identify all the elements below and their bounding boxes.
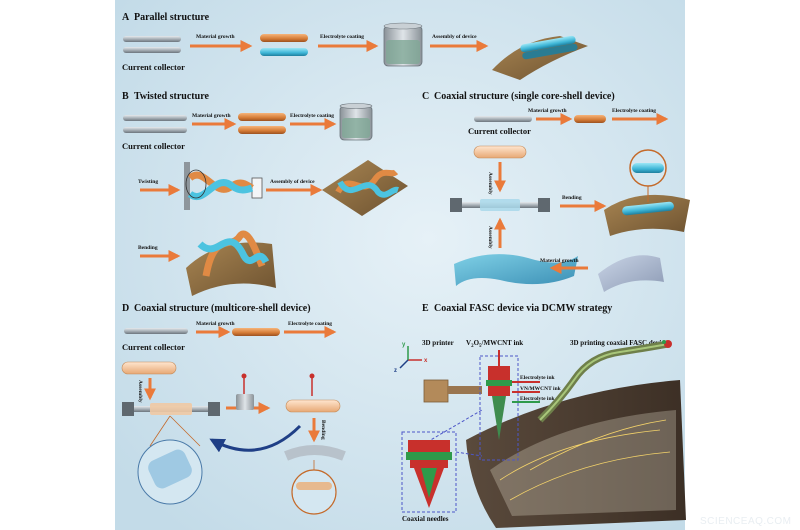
- printing-device-label: 3D printing coaxial FASC device: [570, 339, 667, 347]
- bending-label-d: Bending: [320, 420, 326, 440]
- panel-c-letter: C: [422, 91, 429, 102]
- bending-label-b: Bending: [138, 245, 158, 251]
- grown-fiber-icon: [232, 328, 280, 336]
- printed-traces: [499, 419, 671, 501]
- zoom-line-2: [455, 451, 483, 457]
- printer-icon: [423, 379, 482, 403]
- panel-e: E Coaxial FASC device via DCMW strategy …: [394, 303, 686, 528]
- electrolyte-coating-label-a: Electrolyte coating: [320, 34, 364, 40]
- needle-highlight-box: [479, 355, 519, 461]
- panel-e-title: Coaxial FASC device via DCMW strategy: [434, 303, 612, 314]
- collector-rod-icon: [124, 328, 188, 334]
- assembly-rig-icon: [450, 198, 550, 212]
- material-growth-label-b: Material growth: [192, 113, 231, 119]
- sheet-blue-icon: [454, 254, 578, 286]
- assembly-rig-icon: [122, 402, 220, 505]
- assembly-of-device-label-b: Assembly of device: [270, 179, 315, 185]
- fabric-substrate: [466, 380, 686, 528]
- beaker-icon: [339, 103, 373, 141]
- printed-fiber-icon: [537, 340, 672, 423]
- coaxial-needles-label: Coaxial needles: [402, 515, 449, 523]
- fabric-device-icon: [322, 160, 408, 216]
- electrolyte-coating-label-c: Electrolyte coating: [612, 108, 656, 114]
- printer-3d-label: 3D printer: [422, 339, 454, 347]
- dipping-beaker-icon: [236, 373, 254, 410]
- shell-tube-icon: [121, 361, 177, 375]
- arrow-d-return: [209, 424, 302, 453]
- grown-fibers-icon: [238, 113, 286, 134]
- axis-y-label: y: [402, 342, 406, 348]
- current-collector-label-b: Current collector: [122, 141, 185, 151]
- material-growth-label-c: Material growth: [528, 108, 567, 114]
- sheet-gray-icon: [598, 255, 664, 292]
- collector-rods-icon: [123, 115, 187, 133]
- panel-b-letter: B: [122, 91, 129, 102]
- bent-device-icon: [604, 149, 690, 236]
- electrolyte-ink-label-1: Electrolyte ink: [520, 375, 556, 381]
- assembly-label-d: Assembly: [137, 380, 143, 403]
- bending-label-c: Bending: [562, 195, 582, 201]
- fabric-device-icon: [492, 35, 588, 80]
- v2o5-ink-label: V2O5/MWCNT ink: [466, 339, 523, 349]
- material-growth-label-c2: Material growth: [540, 258, 579, 264]
- panel-b-title: Twisted structure: [134, 91, 209, 102]
- panel-b: B Twisted structure Current collector Ma…: [122, 91, 408, 296]
- assembly-label-c2: Assembly: [487, 226, 493, 249]
- electrolyte-coating-label-b: Electrolyte coating: [290, 113, 334, 119]
- watermark: SCIENCEAQ.COM: [700, 516, 792, 527]
- panel-a-letter: A: [122, 12, 130, 23]
- coated-tube-icon: [285, 373, 341, 413]
- panel-a-title: Parallel structure: [134, 12, 210, 23]
- grown-fiber-icon: [574, 115, 606, 123]
- current-collector-label-a: Current collector: [122, 62, 185, 72]
- current-collector-label-c: Current collector: [468, 126, 531, 136]
- panel-d-title: Coaxial structure (multicore-shell devic…: [134, 303, 311, 314]
- axis-x-label: x: [424, 358, 428, 364]
- bent-device-icon: [186, 230, 276, 296]
- grown-fibers-icon: [260, 34, 308, 56]
- twisting-rig-icon: [184, 162, 263, 210]
- beaker-icon: [383, 22, 423, 67]
- axis-icon: x y z: [394, 342, 428, 374]
- zoom-line-1: [409, 409, 483, 453]
- electrolyte-coating-label-d: Electrolyte coating: [288, 321, 332, 327]
- assembly-label-c1: Assembly: [487, 172, 493, 195]
- axis-z-label: z: [394, 368, 397, 374]
- twisting-label: Twisting: [138, 179, 158, 185]
- panel-d-letter: D: [122, 303, 129, 314]
- material-growth-label-d: Material growth: [196, 321, 235, 327]
- panel-c-title: Coaxial structure (single core-shell dev…: [434, 91, 615, 102]
- material-growth-label-a: Material growth: [196, 34, 235, 40]
- panel-c: C Coaxial structure (single core-shell d…: [422, 91, 690, 292]
- assembly-of-device-label-a: Assembly of device: [432, 34, 477, 40]
- panel-a: A Parallel structure Current collector M…: [122, 12, 588, 80]
- shell-tube-icon: [473, 145, 527, 159]
- coaxial-needles-icon: [406, 440, 452, 508]
- collector-rods-icon: [123, 36, 181, 53]
- panel-e-letter: E: [422, 303, 429, 314]
- panel-d: D Coaxial structure (multicore-shell dev…: [121, 303, 346, 515]
- vn-ink-label: VN/MWCNT ink: [520, 386, 562, 392]
- needle-icon: [486, 350, 540, 440]
- collector-rod-icon: [474, 116, 532, 122]
- electrolyte-ink-label-2: Electrolyte ink: [520, 396, 556, 402]
- current-collector-label-d: Current collector: [122, 342, 185, 352]
- bent-tube-icon: [284, 445, 346, 515]
- printed-area: [490, 410, 676, 516]
- needle-zoom-box: [401, 431, 457, 513]
